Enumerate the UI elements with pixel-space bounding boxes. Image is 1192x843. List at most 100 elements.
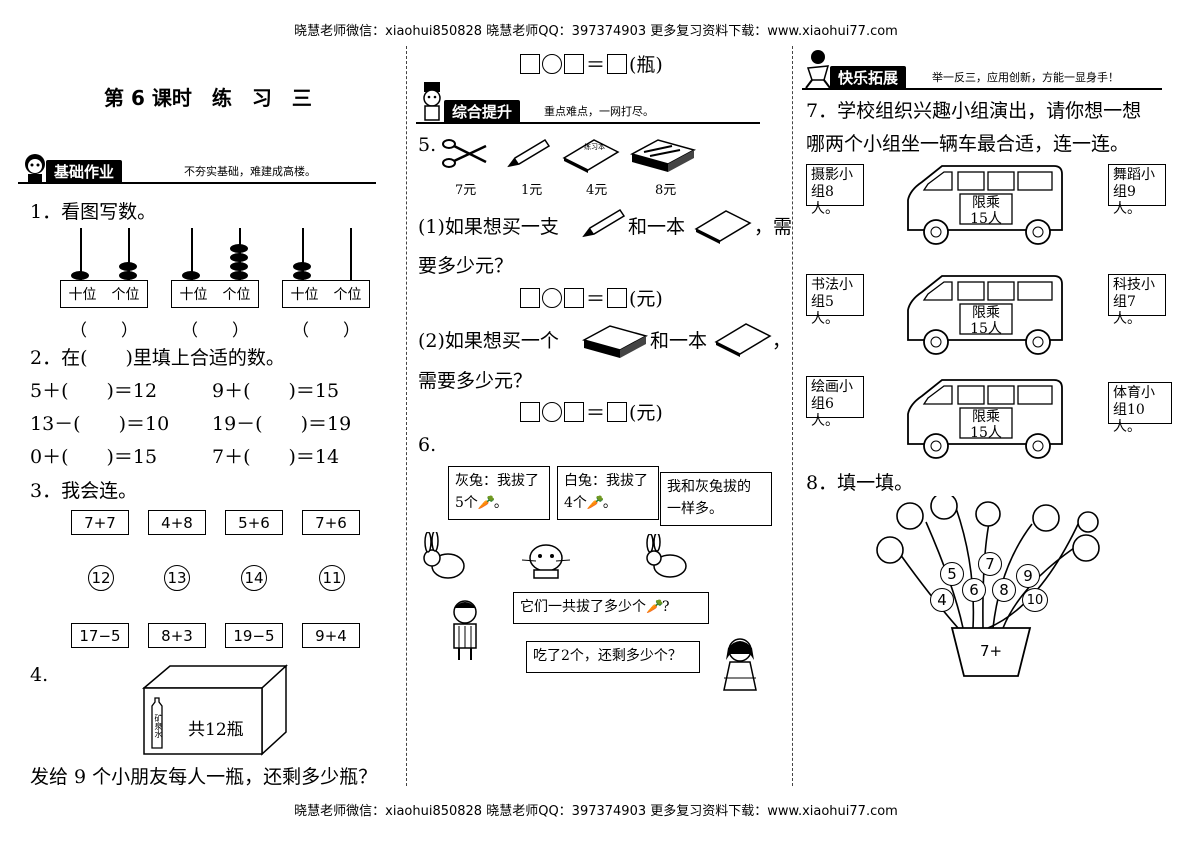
- answer-paren-2[interactable]: （ ）: [181, 321, 249, 341]
- pencil-icon: [507, 138, 551, 168]
- answer-paren-1[interactable]: （ ）: [70, 321, 138, 341]
- blank-square[interactable]: [607, 53, 628, 74]
- ones-label: 个位: [111, 287, 140, 303]
- q3-bottom-box[interactable]: 19−5: [225, 623, 283, 648]
- bus-icon: [907, 165, 1063, 245]
- q3-number-circle[interactable]: 11: [319, 565, 345, 591]
- q3-bottom-box[interactable]: 8+3: [148, 623, 206, 648]
- price-scissors: 7元: [455, 183, 477, 198]
- pot-label: 7+: [979, 642, 1003, 660]
- q2-item[interactable]: 0＋( )＝15: [30, 446, 158, 468]
- q3-number-circle[interactable]: 12: [88, 565, 114, 591]
- bus-sign-text: 限乘: [972, 305, 1000, 321]
- blank-square[interactable]: [520, 53, 540, 74]
- abacus-1: 十位个位: [60, 228, 148, 308]
- unit-label: (瓶): [629, 54, 663, 76]
- q3-number-circle[interactable]: 14: [241, 565, 267, 591]
- blank-square[interactable]: [520, 401, 540, 422]
- flower-number: 6: [962, 578, 986, 602]
- group-text: 体育小: [1113, 385, 1155, 401]
- price-pencil: 1元: [521, 183, 543, 198]
- banner-basic: 基础作业 不夯实基础，难建成高楼。: [18, 154, 376, 184]
- q2-item[interactable]: 13－( )＝10: [30, 413, 170, 435]
- blank-square[interactable]: [520, 287, 540, 308]
- q3-bottom-box[interactable]: 17−5: [71, 623, 129, 648]
- q2-item[interactable]: 5＋( )＝12: [30, 380, 158, 402]
- bus-sign-text: 限乘: [972, 409, 1000, 425]
- blank-square[interactable]: [564, 401, 584, 422]
- q3-top-box[interactable]: 7+6: [302, 510, 360, 535]
- water-box-text: 共12瓶: [188, 720, 244, 740]
- bubble-text: 白兔：我拔了: [564, 473, 648, 489]
- q6-label: 6.: [418, 434, 437, 456]
- answer-paren-3[interactable]: （ ）: [292, 321, 360, 341]
- speech-bubble-boy: 它们一共拔了多少个🥕?: [513, 592, 709, 624]
- operator-circle[interactable]: [542, 53, 562, 74]
- flower-number: 4: [930, 588, 954, 612]
- speech-bubble-girl: 吃了2个，还剩多少个？: [526, 641, 700, 673]
- q2-item[interactable]: 9＋( )＝15: [212, 380, 340, 402]
- column-divider-2: [792, 46, 793, 786]
- q4-question: 发给 9 个小朋友每人一瓶，还剩多少瓶？: [30, 766, 378, 788]
- q2-item[interactable]: 7＋( )＝14: [212, 446, 340, 468]
- group-box-right[interactable]: 科技小组7人。: [1108, 274, 1166, 327]
- speech-bubble-third-rabbit: 我和灰兔拔的 一样多。: [660, 472, 772, 526]
- notebook-label: 练习本: [584, 143, 605, 151]
- bubble-text: 。: [493, 495, 508, 511]
- page-title: 第 6 课时 练 习 三: [104, 86, 312, 110]
- pencil-case-icon: [630, 139, 696, 172]
- tens-label: 十位: [68, 287, 97, 303]
- grey-rabbit-icon: [423, 532, 465, 579]
- operator-circle[interactable]: [542, 287, 562, 308]
- abacus-3: 十位个位: [282, 228, 370, 308]
- bubble-text: 我和灰兔拔的: [667, 479, 751, 495]
- q5-1-text-a: (1)如果想买一支: [418, 216, 559, 238]
- cartoon-runner-icon: [805, 50, 831, 88]
- blank-square[interactable]: [564, 53, 584, 74]
- q5-2-text-a: (2)如果想买一个: [418, 330, 559, 352]
- boy-icon: [453, 600, 477, 660]
- blank-square[interactable]: [607, 287, 628, 308]
- group-box-right[interactable]: 舞蹈小组9人。: [1108, 164, 1166, 217]
- group-text: 书法小: [811, 277, 853, 293]
- q3-top-box[interactable]: 4+8: [148, 510, 206, 535]
- water-box-icon: [141, 664, 288, 756]
- q7-text-line2: 哪两个小组坐一辆车最合适，连一连。: [806, 133, 1130, 155]
- q3-number-circle[interactable]: 13: [164, 565, 190, 591]
- tens-label: 十位: [179, 287, 208, 303]
- blank-square[interactable]: [607, 401, 628, 422]
- equation-row-1: ＝(元): [520, 284, 663, 311]
- cartoon-kid-icon: [423, 82, 441, 121]
- blank-square[interactable]: [564, 287, 584, 308]
- q3-top-box[interactable]: 7+7: [71, 510, 129, 535]
- group-box-left[interactable]: 绘画小组6人。: [806, 376, 864, 429]
- notebook-icon: [694, 210, 752, 244]
- speech-bubble-grey-rabbit: 灰兔：我拔了 5个🥕。: [448, 466, 550, 520]
- price-pencil-case: 8元: [655, 183, 677, 198]
- q4-label: 4.: [30, 664, 49, 686]
- abacus-2: 十位个位: [171, 228, 259, 308]
- carrot-icon: 🥕: [586, 495, 605, 511]
- q5-2-text-b: 和一本: [650, 330, 708, 352]
- ones-label: 个位: [333, 287, 362, 303]
- operator-circle[interactable]: [542, 401, 562, 422]
- group-text: 绘画小: [811, 379, 853, 395]
- q2-item[interactable]: 19－( )＝19: [212, 413, 352, 435]
- bubble-text: 4个: [564, 495, 587, 511]
- flower-number: 8: [992, 578, 1016, 602]
- q3-bottom-box[interactable]: 9+4: [302, 623, 360, 648]
- q3-top-box[interactable]: 5+6: [225, 510, 283, 535]
- q1-label: 1．看图写数。: [30, 201, 157, 223]
- cartoon-boy-icon: [25, 154, 45, 183]
- footer-text: 晓慧老师微信：xiaohui850828 晓慧老师QQ：397374903 更多…: [294, 804, 898, 819]
- white-rabbit-icon: [521, 544, 571, 579]
- group-box-left[interactable]: 摄影小组8人。: [806, 164, 864, 217]
- group-box-right[interactable]: 体育小组10人。: [1108, 382, 1172, 435]
- q5-1-text-d: 要多少元？: [418, 255, 514, 277]
- flower-number: 9: [1016, 564, 1040, 588]
- flower-number: 7: [978, 552, 1002, 576]
- group-box-left[interactable]: 书法小组5人。: [806, 274, 864, 327]
- bubble-text: 5个: [455, 495, 478, 511]
